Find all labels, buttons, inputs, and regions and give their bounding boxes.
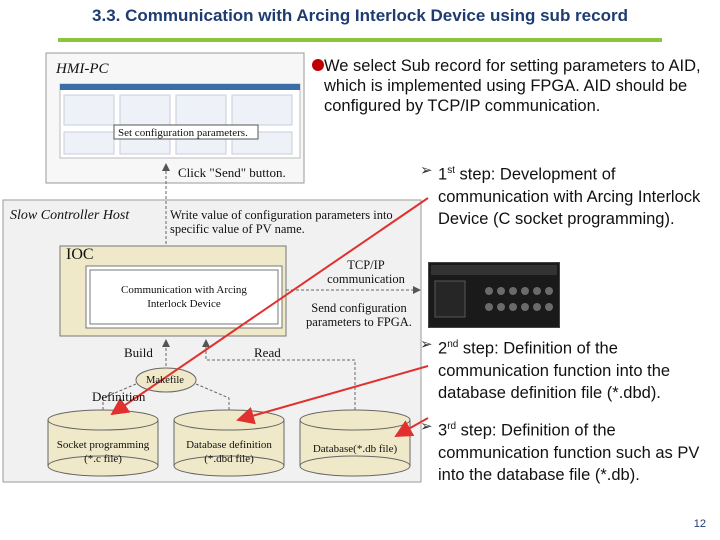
host-label: Slow Controller Host xyxy=(10,208,130,223)
build-label: Build xyxy=(124,345,153,360)
makefile-shape xyxy=(135,367,197,393)
arrow-bullet-icon: ➢ xyxy=(420,162,433,179)
arrow-step3 xyxy=(394,417,429,437)
arrow-def-right xyxy=(195,383,230,410)
read-label: Read xyxy=(254,345,281,360)
device-illustration xyxy=(431,265,557,318)
cylinder-dbd xyxy=(173,409,285,477)
step2-ordinal: 2 xyxy=(438,339,448,358)
arrow-step2 xyxy=(236,365,429,425)
arrow-step1 xyxy=(110,197,429,416)
write-value-label: Write value of configuration parameters … xyxy=(170,208,393,236)
ioc-label: IOC xyxy=(66,246,94,263)
socket-prog-label: Socket programming (*.c file) xyxy=(56,439,150,465)
comm-box xyxy=(85,265,283,329)
arrow-bullet-icon: ➢ xyxy=(420,336,433,353)
makefile-label: Makefile xyxy=(146,375,184,386)
db-file-label: Database(*.db file) xyxy=(312,443,398,455)
step1-suffix: st xyxy=(447,165,455,176)
step3-text: step: Definition of the communication fu… xyxy=(438,421,700,484)
bullet-main-text: We select Sub record for setting paramet… xyxy=(324,57,701,115)
page-number: 12 xyxy=(693,518,706,530)
arrow-def-left xyxy=(102,383,137,410)
send-config-label: Send configuration parameters to FPGA. xyxy=(306,301,412,329)
page-title: 3.3. Communication with Arcing Interlock… xyxy=(92,6,628,25)
step3: ➢ 3rd step: Definition of the communicat… xyxy=(420,416,710,486)
hmi-screenshot xyxy=(59,83,301,159)
hmi-label: HMI-PC xyxy=(56,61,109,77)
step1-ordinal: 1 xyxy=(438,165,448,184)
definition-label: Definition xyxy=(92,389,146,404)
cylinder-db xyxy=(299,409,411,477)
title-underline xyxy=(58,38,662,42)
click-send-label: Click "Send" button. xyxy=(178,165,286,180)
device-photo xyxy=(428,262,560,328)
tcpip-label: TCP/IP communication xyxy=(327,258,405,286)
cylinder-socket xyxy=(47,409,159,477)
step3-suffix: rd xyxy=(447,421,457,432)
step3-ordinal: 3 xyxy=(438,421,448,440)
bullet-main: We select Sub record for setting paramet… xyxy=(312,56,702,116)
set-config-label: Set configuration parameters. xyxy=(118,127,248,139)
step1: ➢ 1st step: Development of communication… xyxy=(420,160,710,230)
step1-text: step: Development of communication with … xyxy=(438,165,701,228)
step2-text: step: Definition of the communication fu… xyxy=(438,339,671,402)
step2-suffix: nd xyxy=(447,339,459,350)
arrow-read xyxy=(202,339,356,410)
bullet-dot xyxy=(312,59,324,71)
comm-box-label: Communication with Arcing Interlock Devi… xyxy=(121,284,247,310)
step2: ➢ 2nd step: Definition of the communicat… xyxy=(420,334,716,404)
db-def-label: Database definition (*.dbd file) xyxy=(186,439,272,465)
arrow-bullet-icon: ➢ xyxy=(420,418,433,435)
